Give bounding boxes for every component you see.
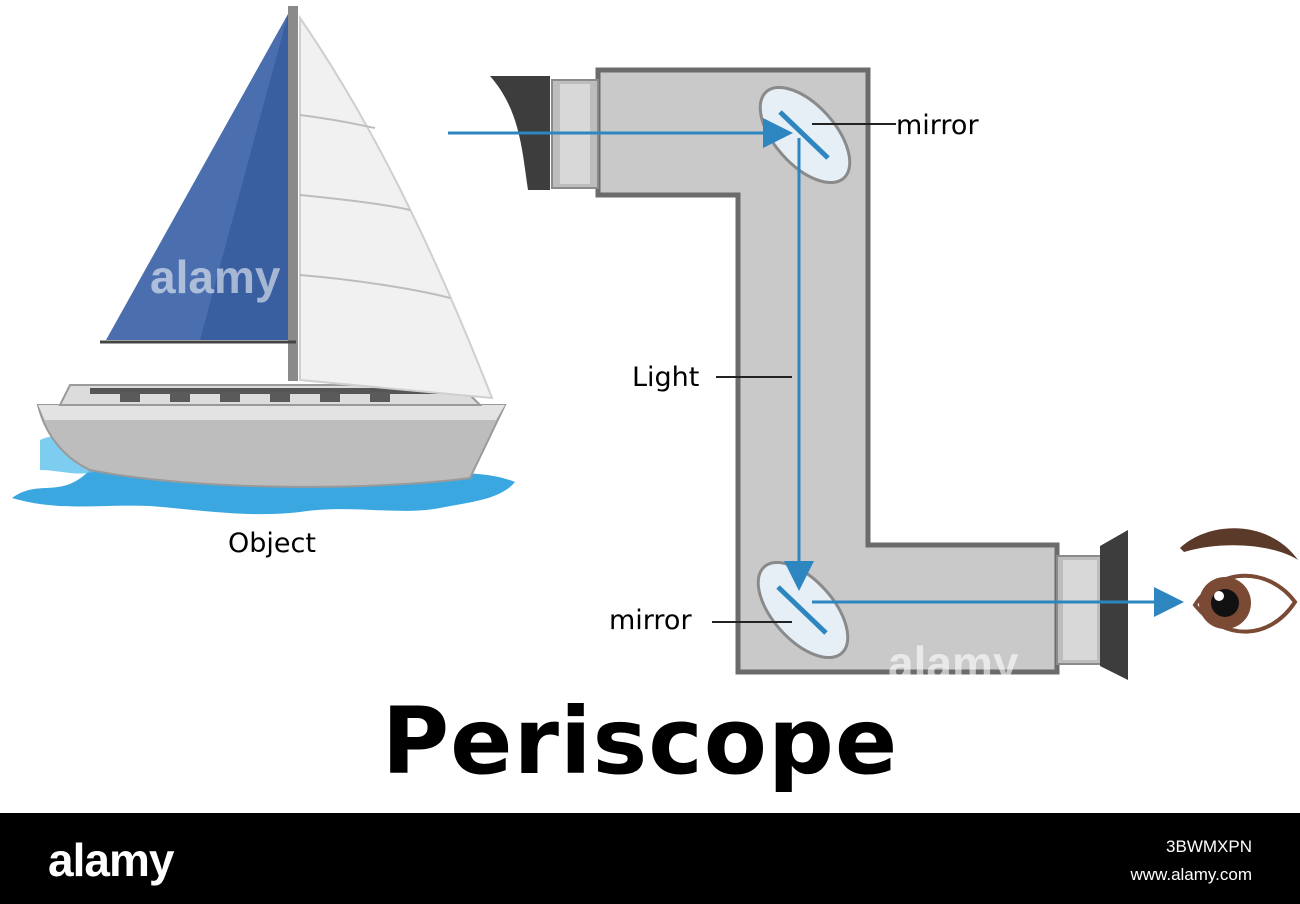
leader-lines [712,123,896,623]
diagram-canvas [12,6,1298,680]
bottom-mirror [756,560,850,660]
eye-illustration [1180,528,1298,634]
sailboat-illustration [12,6,515,515]
eyebrow [1180,528,1298,560]
light-label: Light [632,362,700,393]
bottom-lens-cap [1100,530,1128,680]
watermark-url: www.alamy.com [1130,865,1252,884]
mirror-top-label: mirror [896,110,979,141]
periscope-body [490,67,1128,680]
mirror-bottom-label: mirror [609,605,692,636]
diagram-title: Periscope [381,688,899,795]
object-label: Object [228,528,316,559]
boat-mast [288,6,298,381]
watermark-image-id: 3BWMXPN [1166,837,1252,856]
boat-hull [36,404,507,488]
watermark-overlay: alamy [150,251,281,303]
watermark-brand: alamy [48,834,174,886]
light-ray-path [448,118,1184,617]
watermark-footer: alamy 3BWMXPN www.alamy.com [0,813,1300,904]
watermark-overlay: alamy [888,637,1019,689]
